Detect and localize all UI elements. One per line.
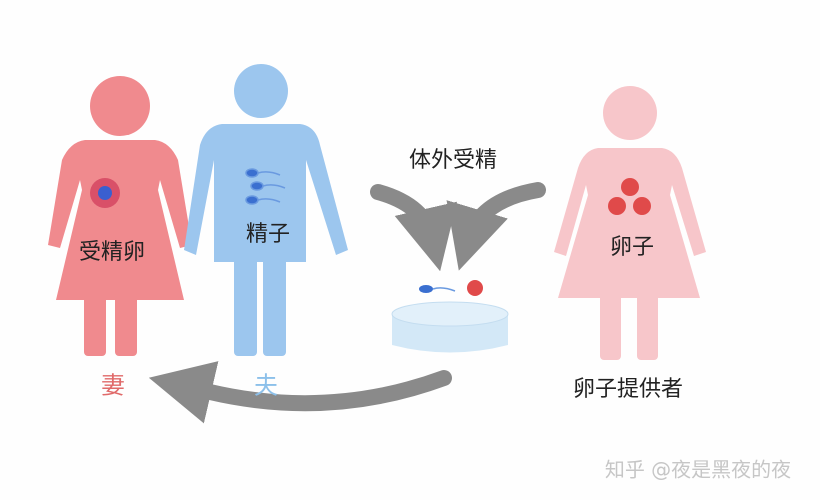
petri-dish xyxy=(391,301,509,353)
egg-label: 卵子 xyxy=(609,235,655,260)
sperm-label: 精子 xyxy=(245,222,291,247)
egg-cluster-icon xyxy=(608,178,651,215)
husband-figure xyxy=(184,64,348,356)
arrow-from-husband xyxy=(370,184,458,272)
sperm-icons xyxy=(245,168,286,205)
donor-figure xyxy=(554,86,706,360)
zygote-label: 受精卵 xyxy=(78,240,146,265)
arrow-from-donor xyxy=(446,182,546,271)
husband-label: 夫 xyxy=(254,371,278,400)
egg-in-dish-icon xyxy=(467,280,483,296)
donor-label: 卵子提供者 xyxy=(572,377,684,402)
wife-figure xyxy=(48,76,192,356)
watermark: 知乎 @夜是黑夜的夜 xyxy=(604,457,792,482)
wife-label: 妻 xyxy=(101,371,125,400)
zygote-icon xyxy=(90,178,120,208)
arrow-to-wife xyxy=(148,361,452,424)
ivf-label: 体外受精 xyxy=(408,148,498,173)
sperm-in-dish-icon xyxy=(419,285,456,293)
